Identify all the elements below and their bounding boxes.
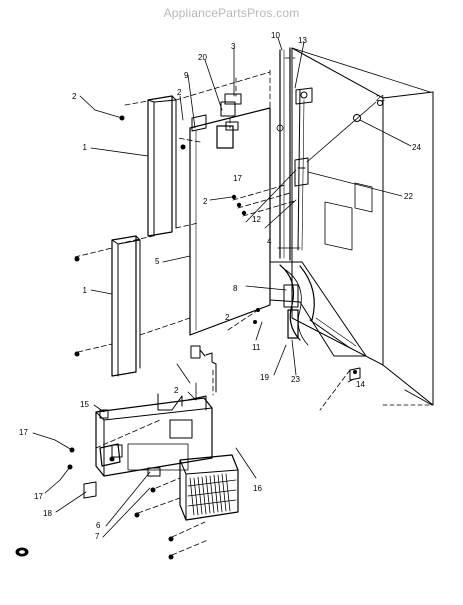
screw: [150, 487, 156, 493]
callout-2d: 2: [203, 197, 208, 206]
corner-mark: [15, 547, 29, 557]
screw: [236, 202, 242, 208]
callout-9: 9: [184, 71, 189, 80]
callout-11: 11: [252, 343, 261, 352]
screw: [134, 512, 140, 518]
screw: [256, 308, 260, 312]
screw: [241, 210, 247, 216]
grille-pattern: [187, 473, 237, 516]
callout-2c: 2: [174, 386, 179, 395]
callout-15: 15: [80, 400, 89, 409]
callout-6: 6: [96, 521, 101, 530]
callout-labels: 1 1 2 2 2 2 2 3 4 5 6 7 8 9 10 11 12 13 …: [19, 31, 421, 541]
callout-1a: 1: [83, 143, 88, 152]
callout-2b: 2: [177, 88, 182, 97]
screws: [67, 115, 260, 560]
screw: [168, 554, 174, 560]
callout-17c: 17: [34, 492, 43, 501]
screw: [253, 320, 257, 324]
callout-8: 8: [233, 284, 238, 293]
callout-17b: 17: [233, 174, 242, 183]
callout-23: 23: [291, 375, 300, 384]
callout-12: 12: [252, 215, 261, 224]
callout-19: 19: [260, 373, 269, 382]
callout-20: 20: [198, 53, 207, 62]
callout-16: 16: [253, 484, 262, 493]
liner-panel: [189, 93, 271, 393]
callout-5: 5: [155, 257, 160, 266]
cabinet-body: [269, 47, 434, 406]
screw: [180, 144, 186, 150]
callout-22: 22: [404, 192, 413, 201]
callout-13: 13: [298, 36, 307, 45]
leader-lines: [32, 37, 412, 538]
screw: [168, 536, 174, 542]
callout-7: 7: [95, 532, 100, 541]
callout-2e: 2: [225, 313, 230, 322]
watermark: AppliancePartsPros.com: [163, 6, 300, 20]
callout-1b: 1: [83, 286, 88, 295]
screw: [74, 256, 80, 262]
screw: [74, 351, 80, 357]
callout-17a: 17: [19, 428, 28, 437]
callout-18: 18: [43, 509, 52, 518]
screw: [231, 194, 237, 200]
callout-3: 3: [231, 42, 236, 51]
callout-10: 10: [271, 31, 280, 40]
callout-24: 24: [412, 143, 421, 152]
callout-14: 14: [356, 380, 365, 389]
alignment-lines: [74, 57, 351, 556]
lower-assembly: [83, 393, 239, 521]
callout-4: 4: [267, 237, 272, 246]
callout-2a: 2: [72, 92, 77, 101]
callout-21: 21: [376, 94, 385, 103]
